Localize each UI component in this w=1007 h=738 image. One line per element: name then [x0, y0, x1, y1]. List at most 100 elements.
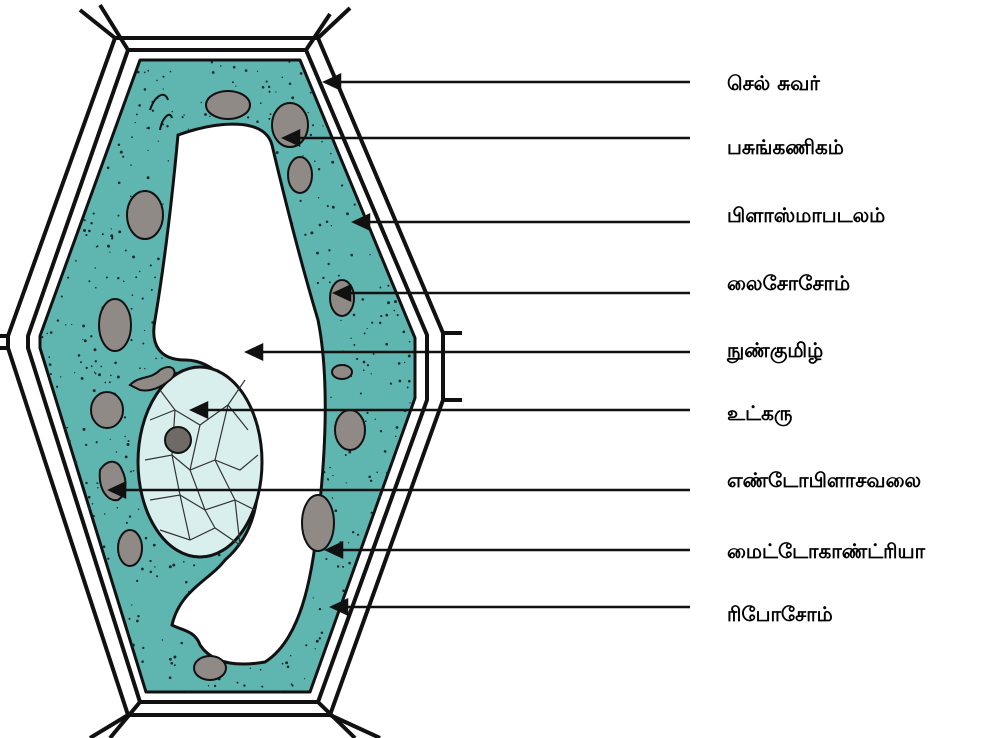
ribosome-dot	[85, 444, 87, 446]
ribosome-dot	[322, 125, 323, 126]
ribosome-dot	[275, 91, 276, 92]
ribosome-dot	[287, 665, 290, 668]
ribosome-dot	[340, 320, 341, 321]
ribosome-dot	[145, 537, 148, 540]
ribosome-dot	[151, 289, 153, 291]
ribosome-dot	[152, 110, 154, 112]
ribosome-dot	[350, 254, 353, 257]
ribosome-dot	[139, 367, 141, 369]
ribosome-dot	[384, 450, 387, 453]
ribosome-dot	[302, 155, 303, 156]
ribosome-dot	[107, 167, 110, 170]
ribosome-dot	[328, 479, 329, 480]
ribosome-dot	[93, 515, 95, 517]
ribosome-dot	[375, 419, 376, 420]
ribosome-dot	[83, 229, 86, 232]
ribosome-dot	[232, 81, 234, 83]
ribosome-dot	[83, 428, 86, 431]
ribosome-dot	[183, 561, 185, 563]
ribosome-dot	[342, 589, 345, 592]
ribosome-dot	[97, 245, 99, 247]
ribosome-dot	[150, 571, 153, 574]
ribosome-dot	[95, 287, 97, 289]
ribosome-dot	[290, 655, 291, 656]
ribosome-dot	[322, 277, 324, 279]
ribosome-dot	[408, 355, 411, 358]
ribosome-dot	[350, 338, 351, 339]
ribosome-dot	[201, 102, 202, 103]
ribosome-dot	[379, 287, 381, 289]
label-vacuole: நுண்குமிழ்	[726, 338, 823, 364]
ribosome-dot	[125, 250, 127, 252]
ribosome-dot	[193, 564, 195, 566]
ribosome-dot	[137, 71, 140, 74]
ribosome-dot	[81, 377, 84, 380]
ribosome-dot	[118, 143, 121, 146]
ribosome-dot	[50, 331, 53, 334]
ribosome-dot	[334, 509, 337, 512]
ribosome-dot	[82, 324, 85, 327]
ribosome-dot	[321, 632, 324, 635]
ribosome-dot	[404, 362, 405, 363]
ribosome-dot	[313, 597, 314, 598]
ribosome-dot	[156, 80, 157, 81]
ribosome-dot	[399, 380, 402, 383]
ribosome-dot	[409, 402, 410, 403]
ribosome-dot	[370, 480, 372, 482]
ribosome-dot	[136, 620, 139, 623]
ribosome-dot	[233, 66, 236, 69]
ribosome-dot	[128, 440, 130, 442]
ribosome-dot	[68, 440, 71, 443]
label-endoplasmic-reticulum: எண்டோபிளாசவலை	[727, 468, 921, 492]
ribosome-dot	[94, 372, 95, 373]
ribosome-dot	[332, 206, 335, 209]
ribosome-dot	[130, 471, 132, 473]
ribosome-dot	[366, 412, 368, 414]
ribosome-dot	[310, 231, 313, 234]
ribosome-dot	[270, 113, 272, 115]
ribosome-dot	[365, 420, 367, 422]
ribosome-dot	[285, 661, 288, 664]
ribosome-dot	[169, 676, 172, 679]
ribosome-dot	[118, 182, 121, 185]
ribosome-dot	[360, 392, 362, 394]
ribosome-dot	[117, 507, 119, 509]
ribosome-dot	[304, 678, 305, 679]
ribosome-dot	[394, 300, 397, 303]
ribosome-dot	[130, 164, 131, 165]
ribosome-dot	[92, 503, 94, 505]
ribosome-dot	[132, 294, 134, 296]
ribosome-dot	[135, 276, 137, 278]
ribosome-dot	[330, 397, 331, 398]
ribosome-dot	[102, 233, 104, 235]
ribosome-dot	[354, 204, 356, 206]
ribosome-dot	[50, 373, 52, 375]
ribosome-dot	[84, 219, 86, 221]
chloroplast	[206, 91, 250, 119]
ribosome-dot	[80, 361, 82, 363]
ribosome-dot	[155, 358, 157, 360]
ribosome-dot	[276, 151, 279, 154]
ribosome-dot	[319, 608, 321, 610]
ribosome-dot	[180, 642, 183, 645]
ribosome-dot	[182, 116, 184, 118]
chloroplast	[194, 656, 226, 680]
ribosome-dot	[61, 295, 63, 297]
ribosome-dot	[385, 343, 388, 346]
ribosome-dot	[312, 124, 314, 126]
ribosome-dot	[376, 471, 378, 473]
ribosome-dot	[124, 416, 126, 418]
ribosome-dot	[363, 369, 365, 371]
ribosome-dot	[260, 102, 262, 104]
ribosome-dot	[257, 71, 258, 72]
ribosome-dot	[317, 282, 319, 284]
ribosome-dot	[111, 237, 113, 239]
ribosome-dot	[408, 380, 411, 383]
ribosome-dot	[144, 368, 145, 369]
ribosome-dot	[379, 322, 382, 325]
ribosome-dot	[132, 644, 135, 647]
ribosome-dot	[124, 436, 125, 437]
ribosome-dot	[245, 69, 248, 72]
ribosome-dot	[162, 639, 163, 640]
